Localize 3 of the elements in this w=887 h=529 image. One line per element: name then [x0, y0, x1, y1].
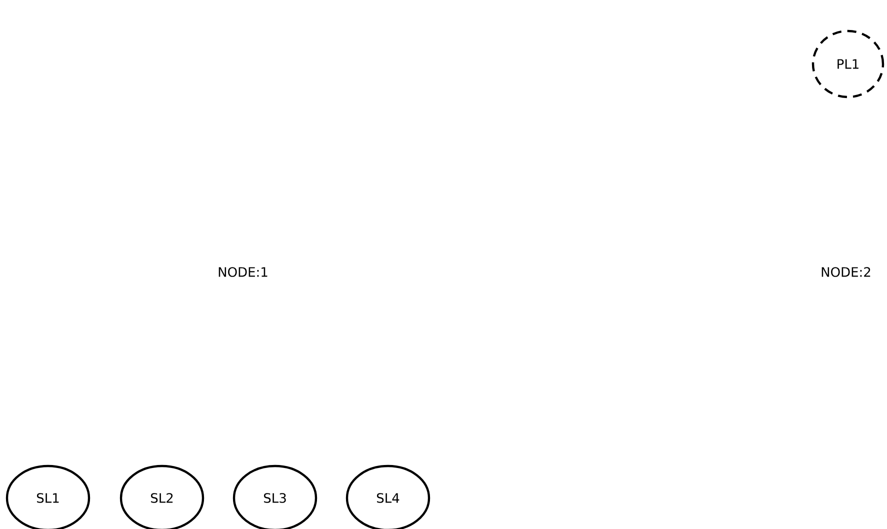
node-label: NODE:2: [822, 267, 870, 277]
dashed-circle-node: PL1: [812, 30, 884, 98]
node-label: NODE:1: [218, 267, 268, 277]
